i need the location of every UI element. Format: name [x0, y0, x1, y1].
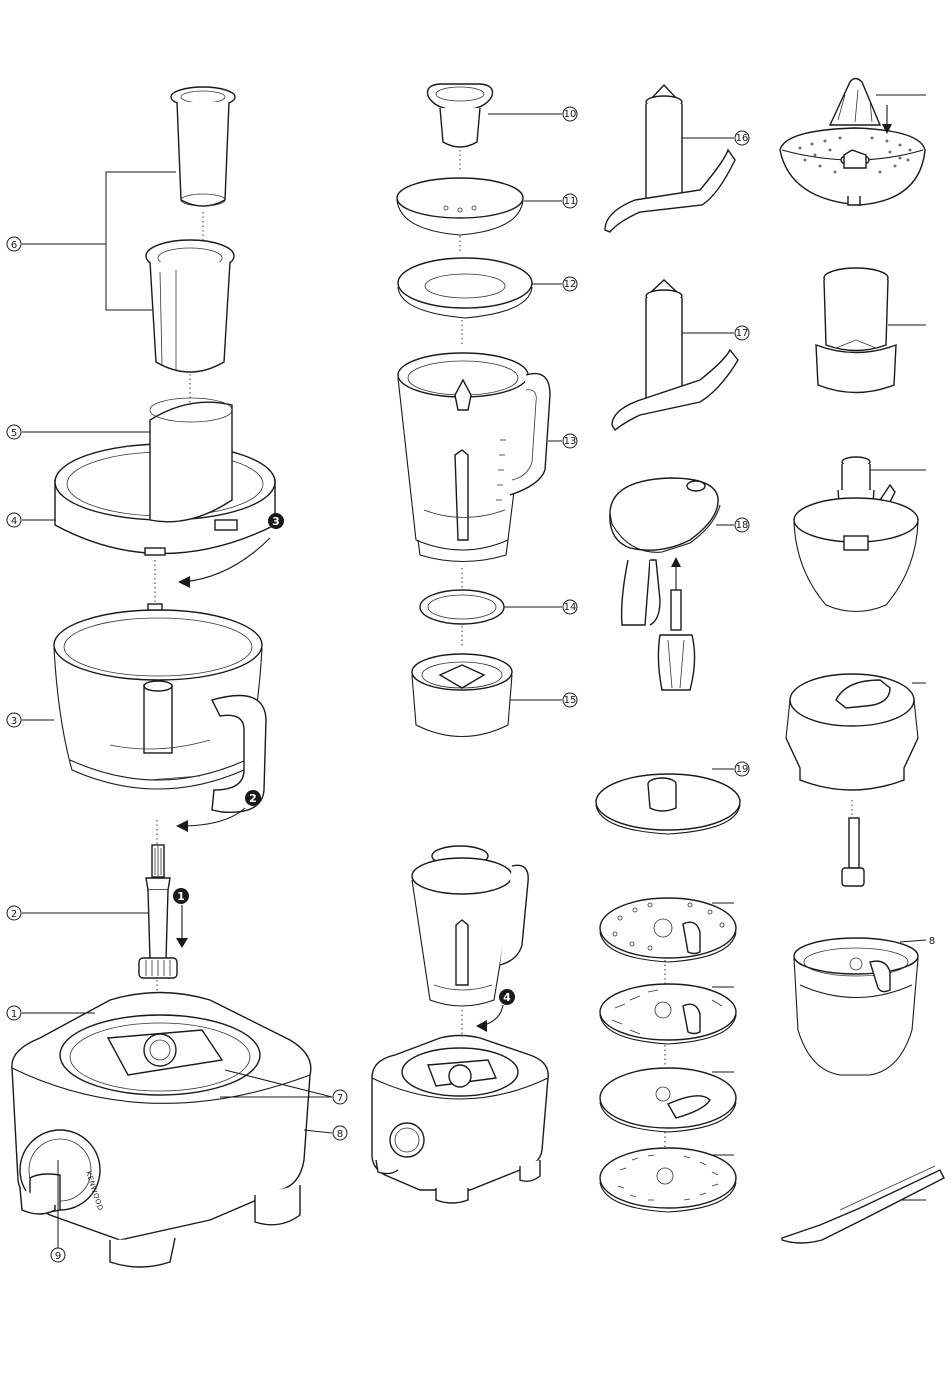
step-badge-1: 1 [173, 888, 189, 904]
chopper-blade-17 [612, 280, 738, 430]
pusher-large [146, 240, 234, 372]
disc-1 [600, 898, 736, 962]
step-badge-3: 3 [268, 513, 284, 529]
mill-jar [816, 268, 896, 393]
callout-17: 17 [735, 326, 749, 340]
callout-16-text: 16 [736, 133, 749, 144]
emulsifying-disc [596, 774, 740, 834]
callout-5: 5 [7, 425, 21, 439]
spatula [782, 1166, 944, 1243]
callout-15-text: 15 [564, 695, 577, 706]
callout-14: 14 [563, 600, 577, 614]
citrus-press [780, 79, 925, 206]
callout-9: 9 [51, 1248, 65, 1262]
blade-unit [412, 654, 512, 737]
callout-1: 1 [7, 1006, 21, 1020]
step-4-text: 4 [503, 991, 511, 1004]
bowl-lid [55, 398, 275, 555]
chopper-blade-16 [605, 85, 735, 232]
lid-seal [398, 258, 532, 318]
step-1-text: 1 [177, 890, 185, 903]
callout-14-text: 14 [564, 602, 577, 613]
callout-8: 8 [333, 1126, 347, 1140]
dicing-kit [786, 674, 918, 886]
pusher-small [171, 87, 235, 206]
callout-19: 19 [735, 762, 749, 776]
callout-10: 10 [563, 107, 577, 121]
callout-12: 12 [563, 277, 577, 291]
callout-18-text: 18 [736, 520, 749, 531]
callout-7: 7 [333, 1090, 347, 1104]
callout-13-text: 13 [564, 436, 577, 447]
callout-8-text: 8 [337, 1129, 343, 1140]
callout-extra-8: 8 [929, 936, 935, 947]
callout-2: 2 [7, 906, 21, 920]
callout-15: 15 [563, 693, 577, 707]
callout-16: 16 [735, 131, 749, 145]
grater-bowl [794, 938, 918, 1075]
callout-6: 6 [7, 237, 21, 251]
disc-2 [600, 984, 736, 1044]
callout-6-text: 6 [11, 240, 17, 251]
processor-bowl [54, 604, 266, 812]
power-unit-base [12, 993, 311, 1268]
callout-11: 11 [563, 194, 577, 208]
step-badge-2: 2 [245, 790, 261, 806]
callout-10-text: 10 [564, 109, 577, 120]
callout-3-text: 3 [11, 716, 17, 727]
step-3-text: 3 [272, 515, 280, 528]
base-small [372, 1036, 548, 1204]
callout-4: 4 [7, 513, 21, 527]
callout-12-text: 12 [564, 279, 577, 290]
step-2-text: 2 [249, 792, 257, 805]
blender-lid [397, 178, 523, 235]
callout-13: 13 [563, 434, 577, 448]
callout-17-text: 17 [736, 328, 749, 339]
callout-11-text: 11 [564, 196, 577, 207]
blender-assembled [412, 846, 528, 1006]
callout-5-text: 5 [11, 428, 17, 439]
filler-cap [428, 84, 493, 147]
callout-7-text: 7 [337, 1093, 343, 1104]
whisk-attachment [610, 478, 720, 690]
callout-9-text: 9 [55, 1251, 61, 1262]
callout-3: 3 [7, 713, 21, 727]
callout-1-text: 1 [11, 1009, 17, 1020]
drive-shaft [139, 845, 177, 978]
disc-3 [600, 1068, 736, 1132]
sealing-ring [420, 590, 504, 624]
step-badge-4: 4 [499, 989, 515, 1005]
blender-goblet [398, 353, 550, 562]
callout-4-text: 4 [11, 516, 17, 527]
callout-2-text: 2 [11, 909, 17, 920]
callout-18: 18 [735, 518, 749, 532]
callout-19-text: 19 [736, 764, 749, 775]
disc-4 [600, 1148, 736, 1212]
mini-chopper [794, 457, 918, 612]
